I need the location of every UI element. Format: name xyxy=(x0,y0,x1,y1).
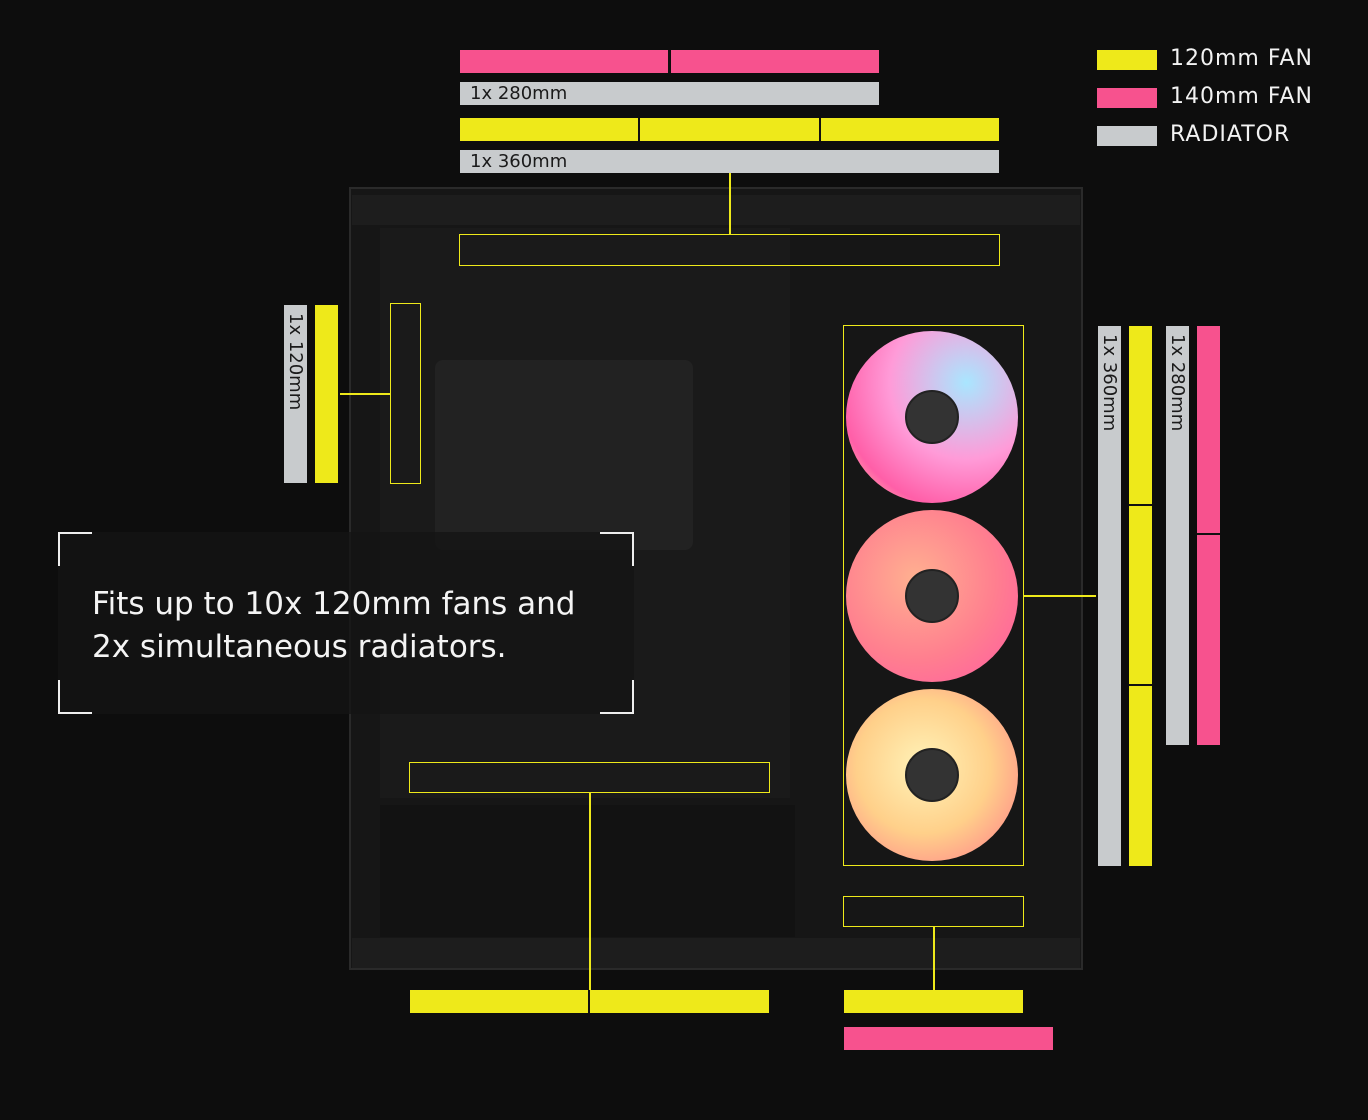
legend-swatch-120mm-fan xyxy=(1097,50,1157,70)
legend-swatch-140mm-fan xyxy=(1097,88,1157,108)
legend-label-120mm-fan: 120mm FAN xyxy=(1170,46,1313,71)
fan-hub xyxy=(905,569,959,623)
bottom-front-140mm-fan xyxy=(844,1027,1053,1050)
fan-hub xyxy=(905,390,959,444)
front-140mm-fan-1 xyxy=(1197,326,1220,535)
top-120mm-fan-1 xyxy=(460,118,640,141)
rear-radiator-120: 1x 120mm xyxy=(284,305,307,483)
top-connector-line xyxy=(729,173,731,234)
bottom-front-connector-line xyxy=(933,927,935,990)
front-radiator-360: 1x 360mm xyxy=(1098,326,1121,866)
top-radiator-280: 1x 280mm xyxy=(460,82,879,105)
top-140mm-fan-1 xyxy=(460,50,670,73)
bottom-120mm-fan-2 xyxy=(590,990,769,1013)
rgb-fan-2 xyxy=(846,510,1018,682)
top-120mm-fan-3 xyxy=(821,118,999,141)
rear-connector-line xyxy=(340,393,390,395)
rear-120mm-fan xyxy=(315,305,338,483)
bottom-120mm-fan-1 xyxy=(410,990,590,1013)
bottom-front-120mm-fan xyxy=(844,990,1023,1013)
bottom-front-mount-area xyxy=(843,896,1024,927)
callout-box: Fits up to 10x 120mm fans and 2x simulta… xyxy=(58,532,634,714)
psu-shroud xyxy=(380,805,795,937)
rgb-fan-3 xyxy=(846,689,1018,861)
bottom-connector-line xyxy=(589,793,591,990)
callout-line-2: 2x simultaneous radiators. xyxy=(92,629,507,665)
drive-cage xyxy=(435,360,693,550)
legend-label-radiator: RADIATOR xyxy=(1170,122,1291,147)
top-radiator-360: 1x 360mm xyxy=(460,150,999,173)
legend-swatch-radiator xyxy=(1097,126,1157,146)
front-120mm-fan-3 xyxy=(1129,686,1152,866)
top-140mm-fan-2 xyxy=(671,50,879,73)
front-mount-area xyxy=(843,325,1024,866)
front-radiator-280: 1x 280mm xyxy=(1166,326,1189,745)
front-120mm-fan-1 xyxy=(1129,326,1152,506)
callout-line-1: Fits up to 10x 120mm fans and xyxy=(92,586,576,622)
rear-mount-area xyxy=(390,303,421,484)
rgb-fan-1 xyxy=(846,331,1018,503)
front-140mm-fan-2 xyxy=(1197,535,1220,745)
legend-label-140mm-fan: 140mm FAN xyxy=(1170,84,1313,109)
fan-hub xyxy=(905,748,959,802)
front-120mm-fan-2 xyxy=(1129,506,1152,686)
case-bottom-panel xyxy=(352,938,1080,968)
front-connector-line xyxy=(1024,595,1096,597)
top-120mm-fan-2 xyxy=(640,118,821,141)
case-top-panel xyxy=(352,195,1080,225)
bottom-mount-area xyxy=(409,762,770,793)
top-mount-area xyxy=(459,234,1000,266)
